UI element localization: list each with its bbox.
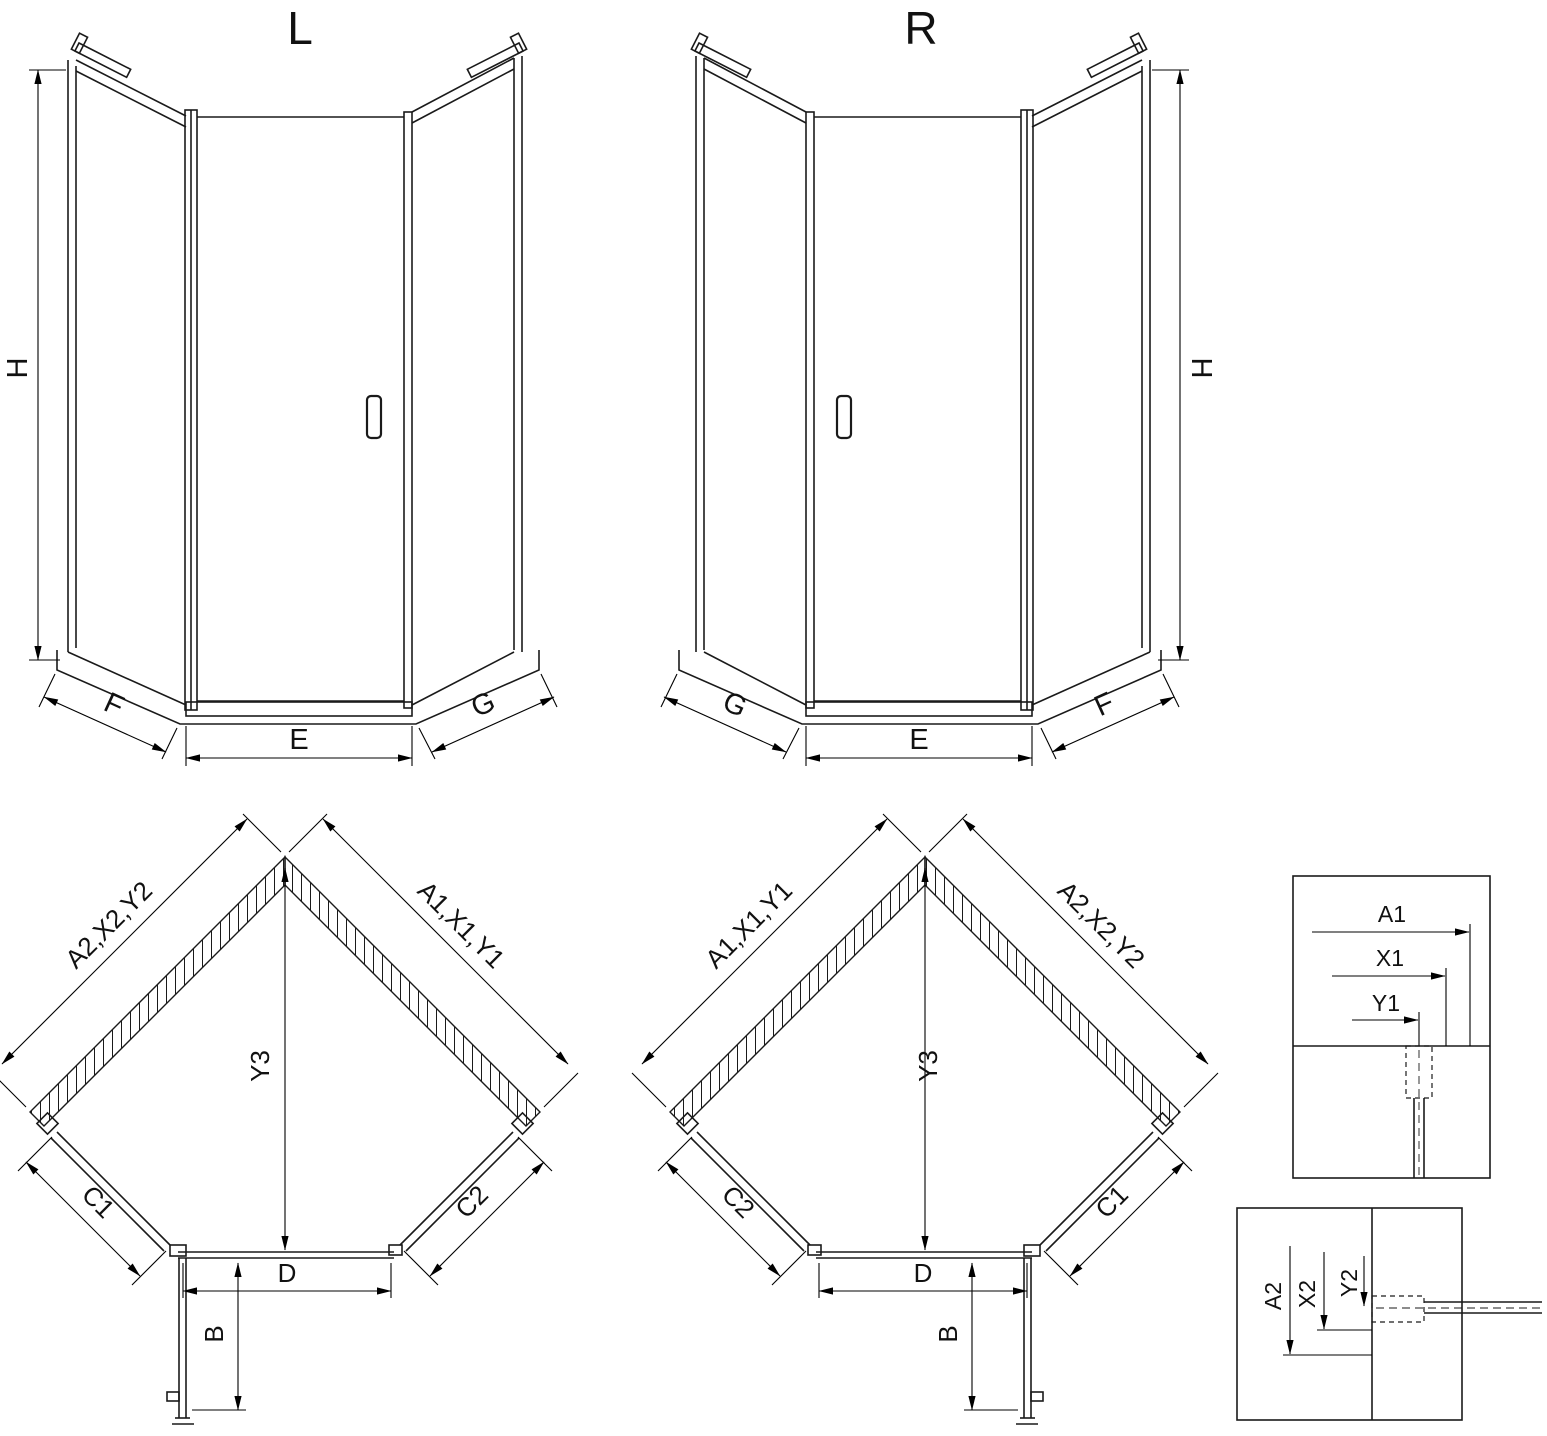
plan-right-door-width-label: D	[914, 1258, 933, 1288]
plan-left-door-width-label: D	[278, 1258, 297, 1288]
front-right-door-width-label: E	[909, 724, 928, 756]
plan-right-glass-left-label: C2	[716, 1179, 761, 1224]
front-right-side-left-label: G	[718, 686, 752, 724]
detail-top-glass-profile	[1405, 1045, 1433, 1178]
plan-left-door-open-label: B	[199, 1325, 229, 1342]
front-right-height-label: H	[1185, 358, 1217, 379]
plan-right-door-open-label: B	[933, 1325, 963, 1342]
detail-view-top: A1 X1 Y1	[1292, 875, 1491, 1179]
plan-view-left: A2,X2,Y2 A1,X1,Y1 Y3 C1 C2 D B	[0, 814, 578, 1425]
plan-left-depth-label: Y3	[245, 1050, 275, 1082]
plan-right-upper-left-label: A1,X1,Y1	[699, 875, 798, 974]
plan-view-right: A1,X1,Y1 A2,X2,Y2 Y3 C2 C1 D B	[632, 814, 1218, 1425]
front-view-left-dimensions	[29, 70, 557, 766]
front-right-side-right-label: F	[1090, 687, 1119, 723]
plan-left-upper-left-label: A2,X2,Y2	[59, 875, 158, 974]
plan-right-depth-label: Y3	[913, 1050, 943, 1082]
detail-bottom-label-a2: A2	[1260, 1282, 1286, 1310]
front-view-right-geometry	[677, 32, 1163, 726]
plan-right-upper-right-label: A2,X2,Y2	[1052, 875, 1151, 974]
plan-view-right-dimensions	[632, 814, 1218, 1410]
detail-top-frame	[1292, 875, 1491, 1179]
plan-left-glass-right-label: C2	[449, 1179, 494, 1224]
front-left-side-left-label: F	[99, 687, 128, 723]
detail-top-label-y1: Y1	[1372, 990, 1400, 1016]
front-view-left-geometry	[55, 32, 541, 726]
front-right-title: R	[904, 2, 937, 54]
front-view-right-dimensions	[661, 70, 1189, 766]
plan-left-glass-left-label: C1	[76, 1179, 121, 1224]
detail-top-dimensions	[1312, 924, 1471, 1046]
detail-view-bottom: A2 X2 Y2	[1236, 1207, 1542, 1421]
front-left-side-right-label: G	[466, 686, 500, 724]
front-view-left: L H F E G	[2, 2, 557, 766]
detail-top-label-x1: X1	[1376, 945, 1404, 971]
front-left-door-width-label: E	[289, 724, 308, 756]
detail-top-label-a1: A1	[1378, 901, 1406, 927]
detail-bottom-label-y2: Y2	[1336, 1269, 1362, 1297]
front-left-title: L	[287, 2, 313, 54]
front-view-right: R H G E F	[661, 2, 1217, 766]
detail-bottom-frame	[1236, 1207, 1463, 1421]
plan-view-left-dimensions	[0, 814, 578, 1410]
detail-bottom-dimensions	[1283, 1246, 1372, 1356]
plan-left-upper-right-label: A1,X1,Y1	[412, 875, 511, 974]
detail-bottom-label-x2: X2	[1294, 1280, 1320, 1308]
detail-bottom-glass-profile	[1371, 1295, 1542, 1323]
front-left-height-label: H	[2, 358, 34, 379]
plan-right-glass-right-label: C1	[1089, 1179, 1134, 1224]
